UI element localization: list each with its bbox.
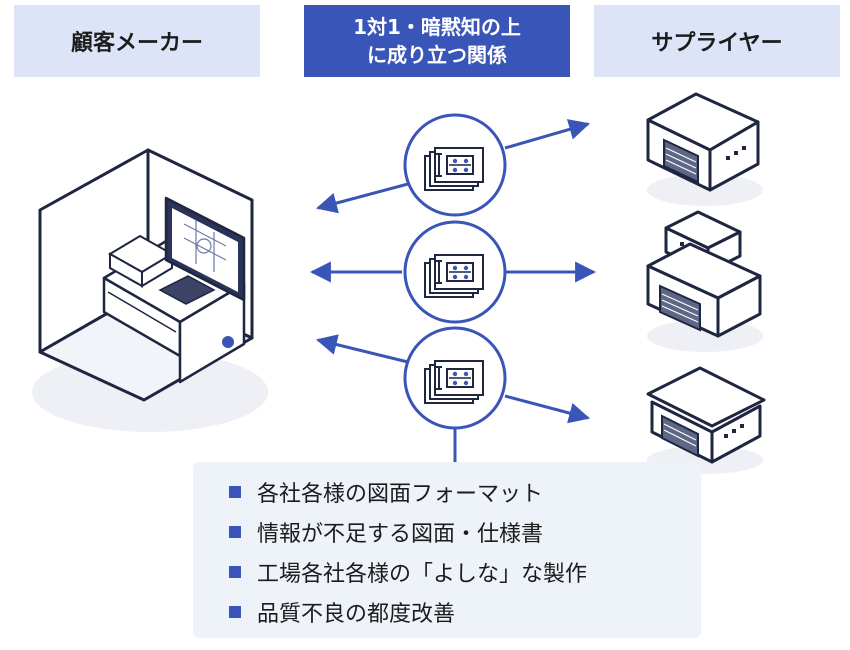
issue-list: 各社各様の図面フォーマット 情報が不足する図面・仕様書 工場各社各様の「よしな」… (229, 472, 587, 632)
relationship-label-line1: 1対1・暗黙知の上 (353, 15, 521, 39)
drawing-document-icon (403, 326, 507, 430)
relationship-label-line2: に成り立つ関係 (367, 43, 507, 67)
issue-text: 工場各社各様の「よしな」な製作 (257, 562, 588, 587)
list-item: 各社各様の図面フォーマット (229, 472, 587, 512)
arrow-to-customer-1 (315, 182, 409, 214)
bullet-square-icon (229, 526, 241, 538)
issue-text: 各社各様の図面フォーマット (257, 482, 544, 507)
supplier-label: サプライヤー (594, 5, 840, 77)
arrow-to-supplier-3 (504, 394, 591, 424)
list-item: 工場各社各様の「よしな」な製作 (229, 552, 587, 592)
bullet-square-icon (229, 566, 241, 578)
issue-text: 品質不良の都度改善 (257, 602, 456, 627)
factory-building-icon (646, 366, 766, 474)
drawing-document-icon (403, 220, 507, 324)
bullet-square-icon (229, 486, 241, 498)
desk-computer-icon (32, 148, 268, 432)
factory-building-icon (646, 92, 763, 206)
relationship-label: 1対1・暗黙知の上 に成り立つ関係 (304, 5, 570, 77)
list-item: 品質不良の都度改善 (229, 592, 587, 632)
customer-label-text: 顧客メーカー (70, 31, 203, 56)
customer-label: 顧客メーカー (14, 5, 260, 77)
arrow-to-customer-3 (315, 334, 409, 364)
issue-list-panel: 各社各様の図面フォーマット 情報が不足する図面・仕様書 工場各社各様の「よしな」… (193, 462, 701, 638)
bullet-square-icon (229, 606, 241, 618)
issue-text: 情報が不足する図面・仕様書 (257, 522, 544, 547)
list-item: 情報が不足する図面・仕様書 (229, 512, 587, 552)
supplier-label-text: サプライヤー (651, 31, 783, 56)
drawing-document-icon (403, 113, 507, 217)
factory-building-icon (646, 210, 763, 352)
arrow-to-supplier-1 (504, 119, 591, 150)
